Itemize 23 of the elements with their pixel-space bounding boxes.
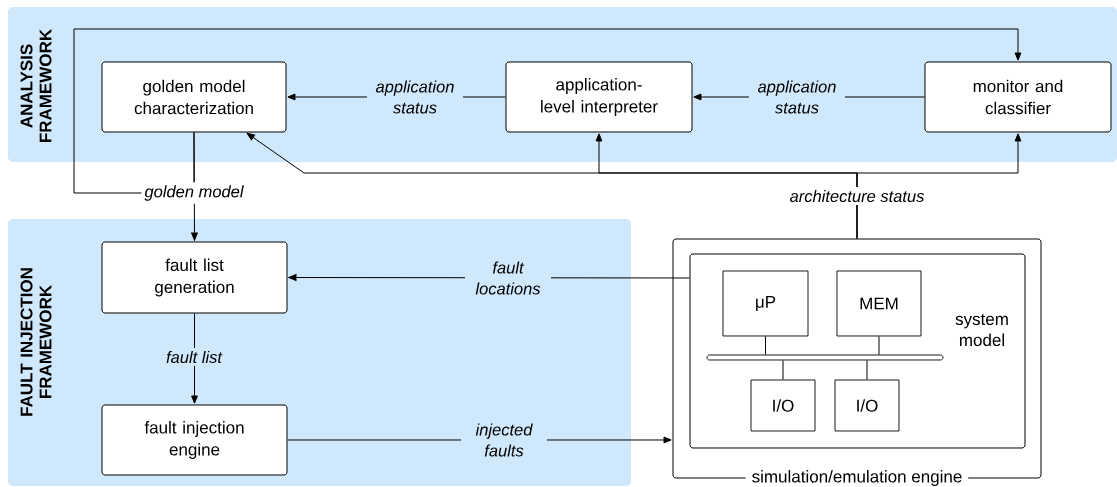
process-box: fault list generation (101, 241, 288, 314)
process-box: monitor and classifier (924, 61, 1112, 133)
process-box: golden model characterization (101, 61, 287, 133)
edge-label: fault locations (465, 258, 551, 298)
arrow (246, 132, 858, 239)
component-box: I/O (750, 379, 816, 432)
edge-label: architecture status (786, 186, 928, 206)
connector-line (782, 359, 784, 381)
connector-line (866, 359, 868, 381)
process-box: fault injection engine (101, 404, 288, 476)
component-box: I/O (834, 379, 900, 432)
edge-label: application status (367, 77, 463, 117)
connector-line (878, 335, 880, 356)
arrow (191, 313, 198, 404)
arrow (73, 28, 1022, 194)
edge-label: golden model (141, 182, 247, 204)
edge-label: injected faults (461, 420, 547, 460)
process-box: application-level interpreter (505, 61, 693, 133)
connector-line (765, 335, 766, 356)
edge-label: application status (749, 77, 845, 117)
component-box: MEM (836, 270, 922, 337)
component-box: μP (722, 270, 809, 337)
bus-bar (706, 354, 944, 361)
